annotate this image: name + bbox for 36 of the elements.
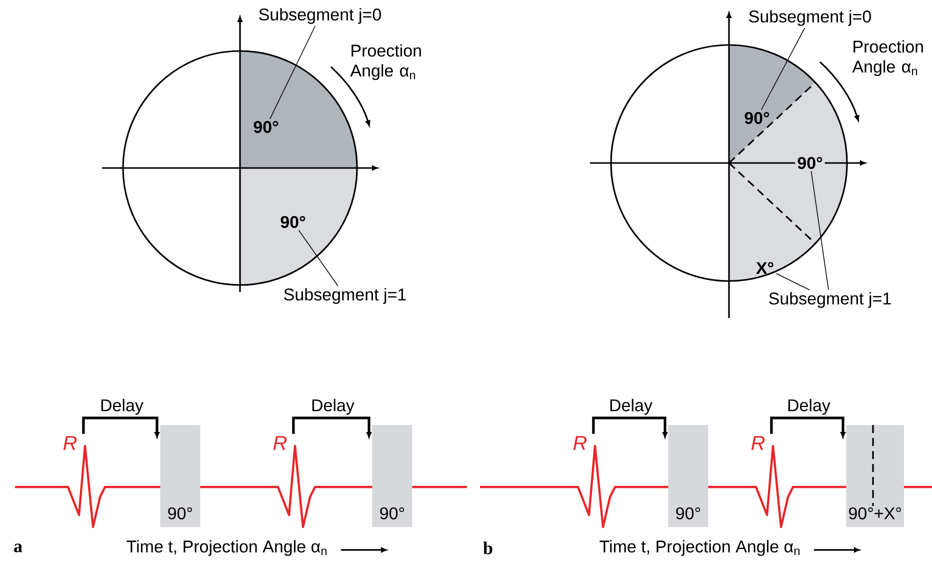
- leader-line: [270, 26, 316, 120]
- callout-label: Subsegment j=0: [259, 8, 381, 24]
- r-peak-label: R: [573, 436, 587, 450]
- leader-line: [298, 230, 338, 286]
- angle-label: X°: [756, 262, 774, 274]
- edge-label: Delay: [101, 398, 144, 415]
- panel-letter: b: [483, 542, 492, 554]
- rotation-label: Proection Angle α$_{n}$: [852, 40, 923, 76]
- acquisition-window: 90°: [668, 425, 708, 528]
- edge-label: Delay: [610, 398, 652, 415]
- delay-bracket: [770, 416, 846, 438]
- acquisition-window: 90°+X°: [846, 425, 904, 528]
- leader-line: [776, 273, 810, 290]
- rotation-label: Proection Angle α$_{n}$: [350, 44, 421, 80]
- edge-label: Delay: [788, 398, 830, 415]
- edge-label: Delay: [312, 398, 354, 415]
- panel-letter: a: [14, 544, 22, 552]
- angle-label: 90°: [744, 112, 770, 124]
- r-peak-label: R: [273, 436, 287, 450]
- acquisition-window: 90°: [160, 425, 200, 528]
- callout-label: Subsegment j=1: [284, 288, 406, 304]
- acquisition-window: 90°: [372, 425, 412, 528]
- callout-label: Subsegment j=1: [769, 292, 891, 308]
- r-peak-label: R: [63, 436, 77, 450]
- delay-bracket: [82, 416, 160, 438]
- axis-label: Time t, Projection Angle α$_{n}$: [600, 540, 800, 556]
- r-peak-label: R: [751, 436, 765, 450]
- delay-bracket: [592, 416, 668, 438]
- axis-label: Time t, Projection Angle α$_{n}$: [126, 540, 326, 556]
- angle-label: 90°: [280, 216, 306, 228]
- callout-label: Subsegment j=0: [749, 10, 871, 26]
- delay-bracket: [292, 416, 372, 438]
- angle-label: 90°: [795, 154, 825, 171]
- leader-line: [760, 28, 806, 110]
- leader-line: [810, 170, 829, 290]
- angle-label: 90°: [254, 120, 278, 134]
